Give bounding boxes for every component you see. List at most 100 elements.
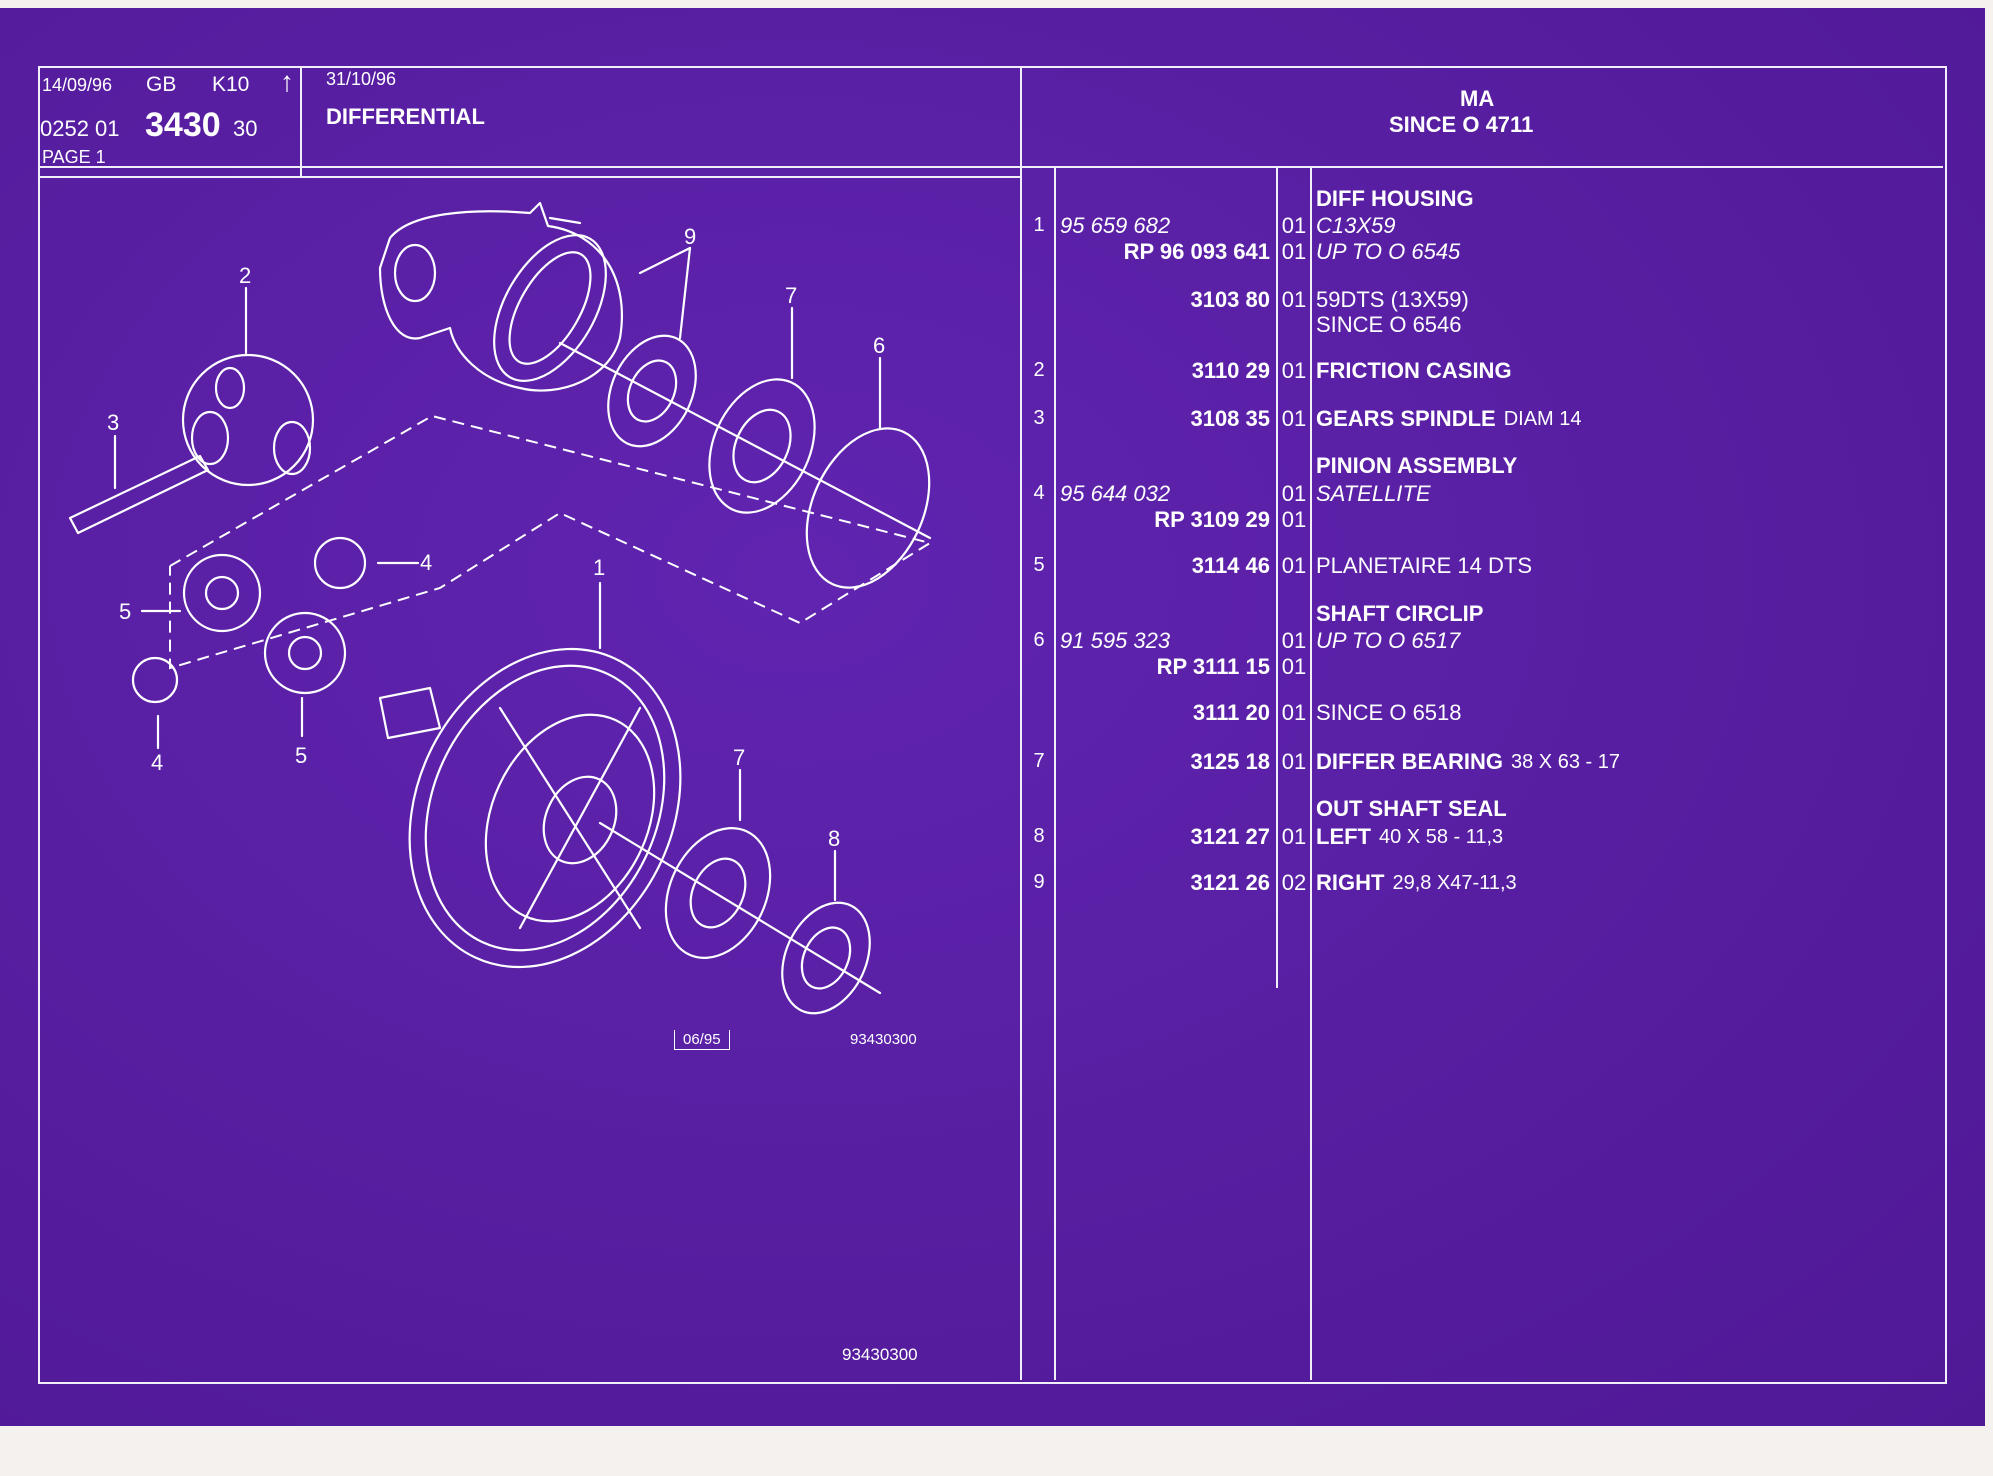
part-number: 3 bbox=[1033, 407, 1045, 429]
part-number: 5 bbox=[1033, 554, 1045, 576]
part-quantity: 01 bbox=[1281, 824, 1307, 849]
sheet-frame bbox=[38, 66, 1947, 1384]
part-heading: DIFF HOUSING bbox=[1316, 186, 1474, 211]
part-number: 6 bbox=[1033, 629, 1045, 651]
part-description: 40 X 58 - 11,3 bbox=[1379, 826, 1504, 848]
crown-gear-drawing bbox=[378, 647, 682, 969]
gears-spindle-drawing bbox=[68, 454, 210, 535]
assembly-outline bbox=[169, 414, 933, 670]
part-designation: RIGHT bbox=[1316, 870, 1385, 895]
callout-9: 9 bbox=[684, 224, 696, 249]
part-number: 7 bbox=[1033, 750, 1045, 772]
drawing-date-tag: 06/95 bbox=[674, 1030, 730, 1050]
bearing-bottom-drawing bbox=[664, 827, 772, 959]
group-number: 3430 bbox=[145, 106, 221, 144]
part-description: DIAM 14 bbox=[1503, 408, 1582, 430]
part-quantity: 01 bbox=[1281, 287, 1307, 312]
issue-date: 14/09/96 bbox=[42, 75, 113, 95]
ref-prefix: 0252 01 bbox=[40, 116, 120, 141]
part-quantity: 01 bbox=[1281, 628, 1307, 653]
part-reference: RP 3111 15 bbox=[1156, 654, 1270, 679]
part-designation: FRICTION CASING bbox=[1316, 358, 1512, 383]
pinion-gear-drawing bbox=[182, 553, 262, 633]
part-number: 1 bbox=[1033, 214, 1045, 236]
callout-4b: 4 bbox=[151, 750, 163, 775]
part-description: 59DTS (13X59) bbox=[1316, 287, 1469, 312]
callout-1: 1 bbox=[593, 555, 605, 580]
callout-4: 4 bbox=[420, 550, 432, 575]
footer-ref-code: 93430300 bbox=[842, 1345, 918, 1364]
page-title: DIFFERENTIAL bbox=[326, 104, 485, 129]
part-description: 29,8 X47-11,3 bbox=[1392, 872, 1517, 894]
callout-7: 7 bbox=[785, 283, 797, 308]
part-description: 38 X 63 - 17 bbox=[1511, 751, 1620, 773]
diff-housing-drawing bbox=[378, 201, 623, 392]
callout-3: 3 bbox=[107, 410, 119, 435]
ref-suffix: 30 bbox=[233, 116, 258, 141]
part-description: C13X59 bbox=[1316, 213, 1396, 238]
callout-2: 2 bbox=[239, 263, 251, 288]
part-number: 4 bbox=[1033, 482, 1045, 504]
part-reference: 95 644 032 bbox=[1060, 481, 1171, 506]
part-quantity: 01 bbox=[1281, 358, 1307, 383]
exploded-view-diagram: 1 2 3 4 4 5 5 6 7 7 8 9 bbox=[68, 201, 933, 1015]
page-number: PAGE 1 bbox=[42, 147, 106, 167]
header-divider-left bbox=[38, 176, 1020, 178]
header-col-divider bbox=[300, 66, 302, 176]
callout-6: 6 bbox=[873, 333, 885, 358]
part-quantity: 01 bbox=[1281, 553, 1307, 578]
model-code: MA bbox=[1460, 86, 1495, 111]
part-description: UP TO O 6545 bbox=[1316, 239, 1461, 264]
catalog-code: K10 bbox=[212, 73, 250, 96]
circlip-drawing bbox=[805, 427, 931, 589]
part-quantity: 01 bbox=[1281, 507, 1307, 532]
part-reference: 91 595 323 bbox=[1060, 628, 1171, 653]
part-quantity: 01 bbox=[1281, 700, 1307, 725]
shaft-seal-drawing bbox=[781, 901, 871, 1015]
main-divider bbox=[1020, 66, 1022, 1380]
qty-col-right bbox=[1310, 168, 1312, 1380]
callout-5: 5 bbox=[119, 599, 131, 624]
part-reference: RP 3109 29 bbox=[1154, 507, 1270, 532]
callout-5b: 5 bbox=[295, 743, 307, 768]
header-divider bbox=[38, 166, 1943, 168]
drawing-ref-code: 93430300 bbox=[850, 1031, 917, 1048]
part-number: 8 bbox=[1033, 825, 1045, 847]
ref-col-divider bbox=[1054, 168, 1056, 1380]
part-description: UP TO O 6517 bbox=[1316, 628, 1461, 653]
part-quantity: 01 bbox=[1281, 213, 1307, 238]
part-description: SINCE O 6518 bbox=[1316, 700, 1462, 725]
part-number: 9 bbox=[1033, 871, 1045, 893]
part-reference: RP 96 093 641 bbox=[1123, 239, 1270, 264]
part-reference: 95 659 682 bbox=[1060, 213, 1171, 238]
part-reference: 3111 20 bbox=[1192, 700, 1270, 725]
applicability: SINCE O 4711 bbox=[1389, 112, 1534, 137]
part-quantity: 01 bbox=[1281, 654, 1307, 679]
part-number: 2 bbox=[1033, 359, 1045, 381]
part-reference: 3103 80 bbox=[1190, 287, 1270, 312]
part-reference: 3108 35 bbox=[1190, 406, 1270, 431]
up-arrow-icon: ↑ bbox=[280, 66, 294, 97]
part-heading: SHAFT CIRCLIP bbox=[1316, 601, 1484, 626]
part-quantity: 01 bbox=[1281, 239, 1307, 264]
part-quantity: 01 bbox=[1281, 406, 1307, 431]
bearing-top-drawing bbox=[708, 378, 816, 514]
callout-7b: 7 bbox=[733, 745, 745, 770]
part-reference: 3125 18 bbox=[1190, 749, 1270, 774]
update-date: 31/10/96 bbox=[326, 69, 397, 89]
callout-8: 8 bbox=[828, 826, 840, 851]
part-quantity: 01 bbox=[1281, 481, 1307, 506]
part-reference: 3110 29 bbox=[1191, 358, 1270, 383]
part-designation: GEARS SPINDLE bbox=[1316, 406, 1496, 431]
friction-casing-drawing bbox=[181, 353, 315, 487]
qty-col-left bbox=[1276, 168, 1278, 988]
part-heading: PINION ASSEMBLY bbox=[1316, 453, 1518, 478]
part-reference: 3114 46 bbox=[1191, 553, 1270, 578]
part-reference: 3121 27 bbox=[1190, 824, 1270, 849]
part-reference: 3121 26 bbox=[1190, 870, 1270, 895]
parts-catalog-sheet: 14/09/96 GB K10 ↑ 31/10/96 0252 01 3430 … bbox=[0, 8, 1985, 1426]
part-description: SATELLITE bbox=[1316, 481, 1431, 506]
part-quantity: 02 bbox=[1281, 870, 1307, 895]
part-quantity: 01 bbox=[1281, 749, 1307, 774]
part-heading: OUT SHAFT SEAL bbox=[1316, 796, 1507, 821]
